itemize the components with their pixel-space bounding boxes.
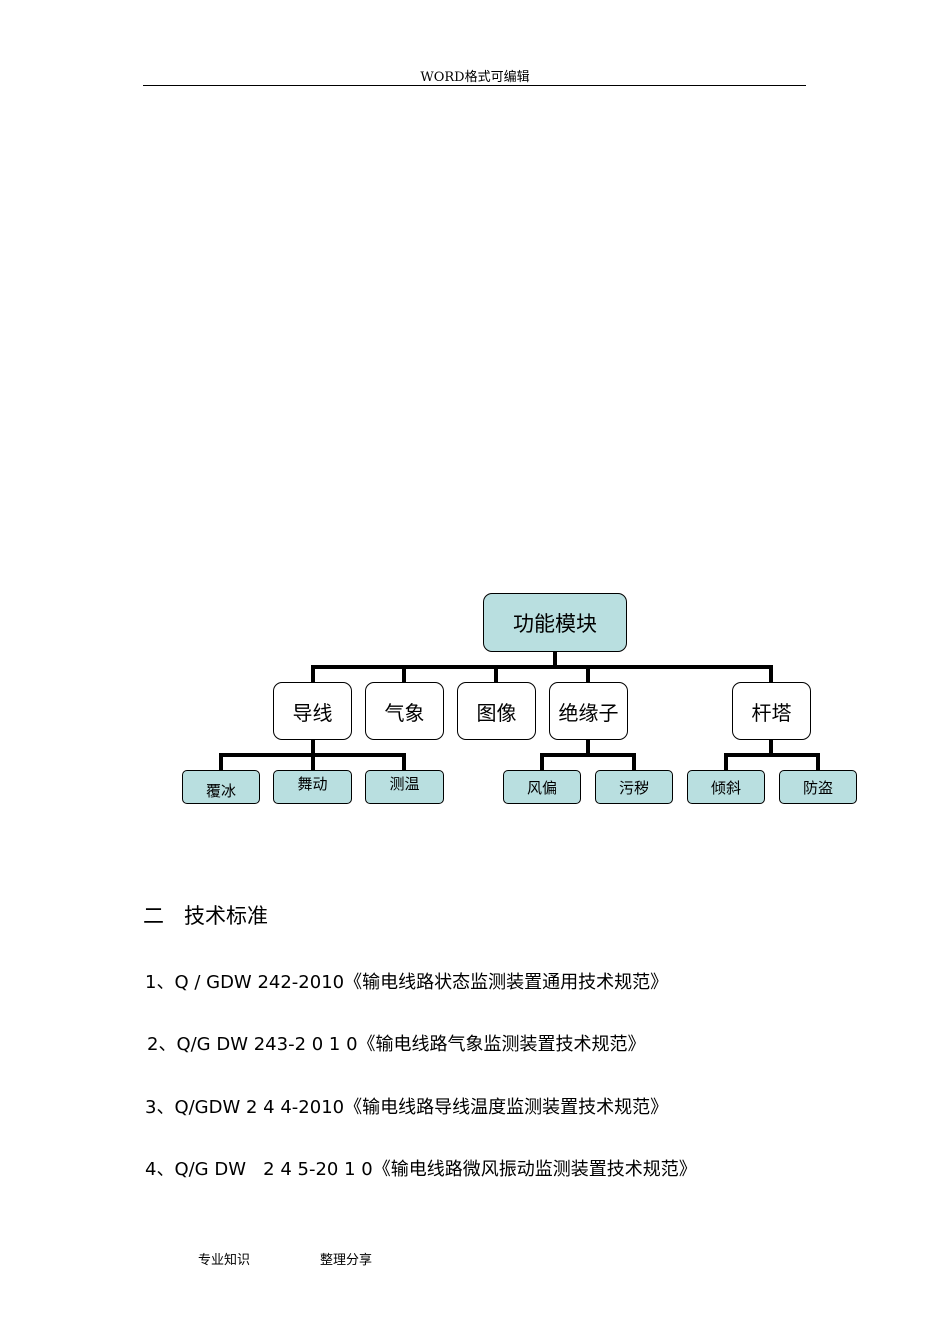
- module-node: 气象: [365, 682, 444, 740]
- header-divider: [143, 85, 806, 86]
- module-node: 导线: [273, 682, 352, 740]
- leaf-node: 舞动: [273, 770, 352, 804]
- module-node: 图像: [457, 682, 536, 740]
- module-node: 绝缘子: [549, 682, 628, 740]
- reference-item: 3、Q/GDW 2 4 4-2010《输电线路导线温度监测装置技术规范》: [145, 1097, 669, 1118]
- section-heading: 二 技术标准: [143, 904, 269, 928]
- leaf-node: 风偏: [503, 770, 581, 804]
- leaf-node: 测温: [365, 770, 444, 804]
- leaf-node: 倾斜: [687, 770, 765, 804]
- leaf-node: 防盗: [779, 770, 857, 804]
- page-header: WORD格式可编辑: [420, 70, 530, 85]
- leaf-node: 污秽: [595, 770, 673, 804]
- reference-item: 1、Q / GDW 242-2010《输电线路状态监测装置通用技术规范》: [145, 972, 669, 993]
- footer-right: 整理分享: [320, 1253, 373, 1268]
- footer-left: 专业知识: [198, 1253, 251, 1268]
- root-node: 功能模块: [483, 593, 627, 652]
- module-node: 杆塔: [732, 682, 811, 740]
- reference-item: 2、Q/G DW 243-2 0 1 0《输电线路气象监测装置技术规范》: [147, 1034, 646, 1055]
- leaf-node: 覆冰: [182, 770, 260, 804]
- reference-item: 4、Q/G DW 2 4 5-20 1 0《输电线路微风振动监测装置技术规范》: [145, 1159, 697, 1180]
